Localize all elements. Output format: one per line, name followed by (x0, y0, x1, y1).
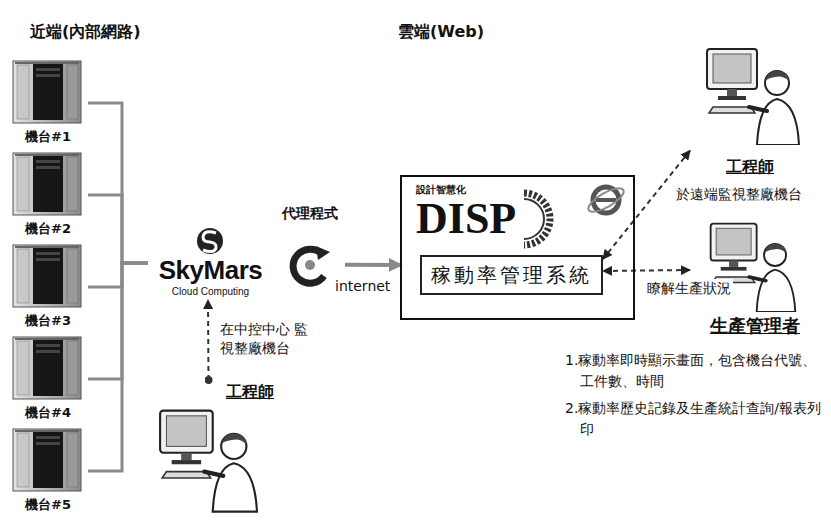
bracket-line (88, 195, 148, 263)
edge-label: 在中控中心 監視整廠機台 (218, 320, 314, 358)
node-text: 代理程式 (282, 205, 338, 223)
dashed-arrow (603, 270, 690, 271)
disp-gear (524, 193, 550, 245)
utilization-system: 稼動率管理系統 (420, 255, 603, 295)
node-text: 工程師 (226, 382, 274, 403)
skymars-logo: SkyMarsCloud Computing (148, 226, 273, 300)
machine: 機台#3 (8, 242, 88, 332)
node-text: 機台#4 (25, 404, 71, 422)
region-title: 近端(內部網路) (30, 22, 141, 43)
node-text: 稼動率管理系統 (431, 262, 592, 289)
internet-arrow (345, 263, 400, 267)
ie-icon (585, 184, 627, 216)
node-text: 工程師 (726, 157, 774, 178)
node-text: DISP (416, 197, 516, 241)
edge-label: internet (333, 277, 392, 296)
agent-icon (293, 246, 330, 283)
dashed-arrow (603, 151, 690, 259)
bracket-line (88, 103, 148, 263)
edge-label: 瞭解生產狀況 (645, 279, 733, 298)
production-manager: 生產管理者 (690, 215, 820, 340)
note: 1.稼動率即時顯示畫面，包含機台代號、工件數、時間 (565, 350, 823, 392)
node-text: 機台#3 (25, 312, 71, 330)
machine-racks (13, 61, 81, 491)
dashed-arrow (207, 300, 210, 380)
node-text: 機台#5 (25, 496, 71, 514)
region-title: 雲端(Web) (398, 22, 484, 43)
engineer-remote: 工程師 (690, 40, 810, 180)
note: 2.稼動率歷史記錄及生產統計查詢/報表列印 (565, 398, 823, 440)
engineer-local: 工程師 (150, 380, 280, 515)
machine: 機台#5 (8, 426, 88, 516)
machine: 機台#2 (8, 150, 88, 240)
machine: 機台#4 (8, 334, 88, 424)
disp-platform: 設計智慧化DISP 稼動率管理系統 (400, 175, 635, 320)
node-text: 機台#1 (25, 128, 71, 146)
bracket-line (88, 263, 148, 379)
node-text: Cloud Computing (172, 286, 249, 298)
node-text: 設計智慧化 (416, 183, 466, 197)
skymars-icon (197, 228, 223, 254)
bracket-line (88, 263, 148, 287)
node-text: 生產管理者 (710, 314, 800, 338)
machine: 機台#1 (8, 58, 88, 148)
bracket-line (88, 263, 148, 471)
node-text: SkyMars (159, 256, 262, 286)
node-text: 機台#2 (25, 220, 71, 238)
edge-label: 於遠端監視整廠機台 (674, 185, 818, 204)
